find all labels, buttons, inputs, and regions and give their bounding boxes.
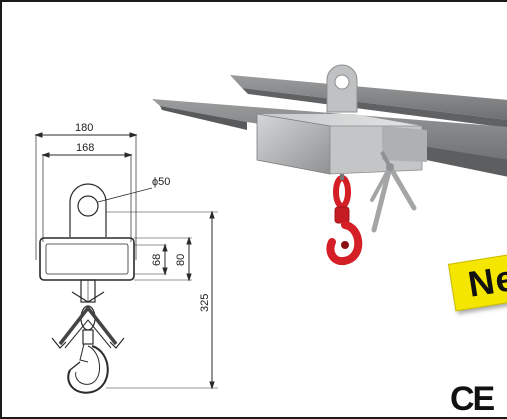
dim-height-80: 80 bbox=[175, 254, 187, 266]
ce-mark: CE bbox=[450, 380, 495, 418]
dim-width-inner: 168 bbox=[76, 142, 94, 154]
dim-width-outer: 180 bbox=[75, 122, 93, 134]
red-swivel-hook bbox=[326, 175, 363, 266]
fork-tine-back bbox=[230, 75, 507, 120]
attachment-box-top bbox=[257, 114, 422, 126]
dim-height-68: 68 bbox=[151, 254, 163, 266]
new-badge-text: Ne bbox=[465, 256, 507, 305]
dim-eye-diameter: ϕ50 bbox=[152, 176, 170, 188]
dim-total-height: 325 bbox=[199, 294, 211, 312]
